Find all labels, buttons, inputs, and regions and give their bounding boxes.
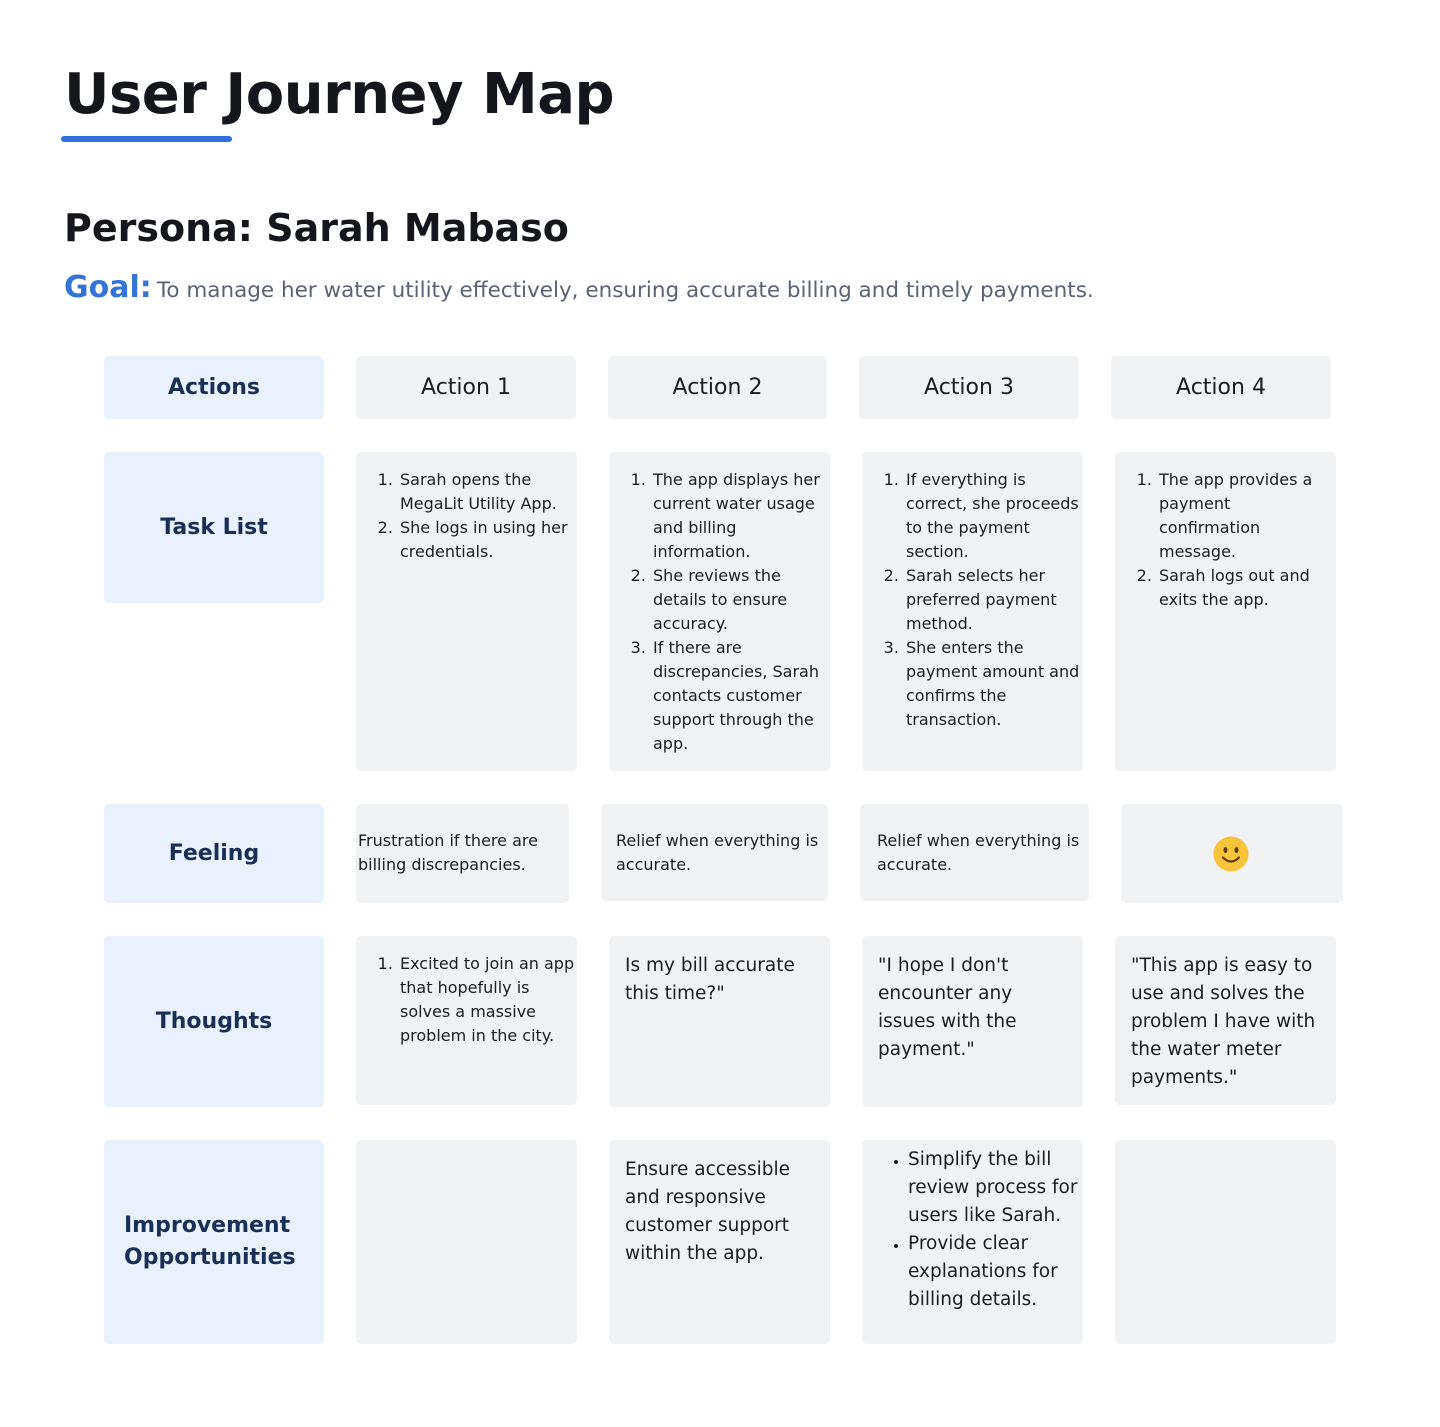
feeling-text: Relief when everything is accurate. [616, 831, 819, 874]
row-label-feeling: Feeling [104, 804, 324, 903]
thought-text: Is my bill accurate this time?" [625, 955, 795, 1004]
feeling-cell-action-1: Frustration if there are billing discrep… [356, 804, 569, 903]
improvement-cell-action-4 [1115, 1140, 1336, 1344]
task-list-action-1: Sarah opens the MegaLit Utility App. She… [356, 468, 577, 564]
task-item: Sarah selects her preferred payment meth… [904, 564, 1083, 636]
improvement-cell-action-3: Simplify the bill review process for use… [862, 1140, 1083, 1344]
column-header-action-4: Action 4 [1111, 356, 1331, 419]
task-item: She logs in using her credentials. [398, 516, 577, 564]
feeling-text: Frustration if there are billing discrep… [358, 831, 538, 874]
feeling-cell-action-4 [1121, 804, 1343, 903]
row-label-task-list: Task List [104, 452, 324, 603]
task-cell-action-2: The app displays her current water usage… [609, 452, 830, 771]
improvement-item: Simplify the bill review process for use… [908, 1146, 1083, 1230]
task-item: If everything is correct, she proceeds t… [904, 468, 1083, 564]
task-list-action-3: If everything is correct, she proceeds t… [862, 468, 1083, 732]
task-list-action-2: The app displays her current water usage… [609, 468, 830, 756]
thoughts-cell-action-4: "This app is easy to use and solves the … [1115, 936, 1336, 1105]
row-label-actions: Actions [104, 356, 324, 419]
row-label-thoughts: Thoughts [104, 936, 324, 1107]
improvement-item: Provide clear explanations for billing d… [908, 1230, 1083, 1314]
improvement-cell-action-2: Ensure accessible and responsive custome… [609, 1140, 830, 1344]
thought-text: "I hope I don't encounter any issues wit… [878, 955, 1017, 1060]
goal-text: To manage her water utility effectively,… [156, 278, 1094, 303]
improvement-list-action-3: Simplify the bill review process for use… [862, 1146, 1083, 1314]
task-item: She enters the payment amount and confir… [904, 636, 1083, 732]
thought-item: Excited to join an app that hopefully is… [398, 952, 577, 1048]
thoughts-cell-action-3: "I hope I don't encounter any issues wit… [862, 936, 1083, 1107]
column-header-action-3: Action 3 [859, 356, 1079, 419]
title-underline [61, 136, 232, 142]
feeling-text: Relief when everything is accurate. [877, 831, 1080, 874]
task-item: If there are discrepancies, Sarah contac… [651, 636, 830, 756]
feeling-cell-action-3: Relief when everything is accurate. [860, 804, 1089, 901]
thought-text: "This app is easy to use and solves the … [1131, 955, 1316, 1088]
persona-heading: Persona: Sarah Mabaso [64, 206, 569, 250]
column-header-action-2: Action 2 [608, 356, 827, 419]
task-list-action-4: The app provides a payment confirmation … [1115, 468, 1336, 612]
task-cell-action-1: Sarah opens the MegaLit Utility App. She… [356, 452, 577, 771]
thoughts-cell-action-1: Excited to join an app that hopefully is… [356, 936, 577, 1105]
task-item: Sarah opens the MegaLit Utility App. [398, 468, 577, 516]
row-label-improvement-opportunities: Improvement Opportunities [104, 1140, 324, 1344]
thoughts-cell-action-2: Is my bill accurate this time?" [609, 936, 830, 1107]
task-item: The app displays her current water usage… [651, 468, 830, 564]
task-cell-action-3: If everything is correct, she proceeds t… [862, 452, 1083, 771]
goal-line: Goal: To manage her water utility effect… [64, 270, 1094, 305]
smiley-face-icon [1213, 836, 1249, 872]
task-cell-action-4: The app provides a payment confirmation … [1115, 452, 1336, 771]
thoughts-list-action-1: Excited to join an app that hopefully is… [356, 952, 577, 1048]
goal-label: Goal: [64, 270, 152, 305]
page-title: User Journey Map [64, 62, 615, 127]
task-item: She reviews the details to ensure accura… [651, 564, 830, 636]
feeling-cell-action-2: Relief when everything is accurate. [601, 804, 828, 901]
improvement-text: Ensure accessible and responsive custome… [625, 1159, 790, 1264]
task-item: The app provides a payment confirmation … [1157, 468, 1336, 564]
task-item: Sarah logs out and exits the app. [1157, 564, 1336, 612]
column-header-action-1: Action 1 [356, 356, 576, 419]
improvement-cell-action-1 [356, 1140, 577, 1344]
